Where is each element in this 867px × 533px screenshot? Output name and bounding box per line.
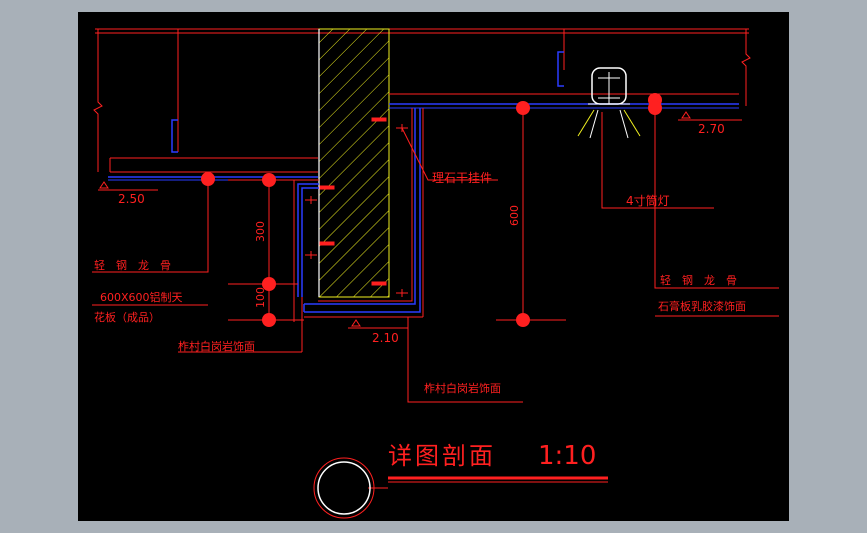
label-granite-bottom: 柞村白岗岩饰面	[424, 381, 501, 395]
label-ceiling-panel-2: 花板（成品）	[94, 310, 160, 324]
granite-cladding-right-red	[304, 108, 424, 318]
right-ceiling	[389, 93, 739, 109]
ceiling-slab-lines	[93, 28, 751, 172]
anchor-left-lower	[305, 241, 335, 259]
section-detail-drawing: 2.50 2.70 2.10 300 100 600 理石干挂件 4寸筒灯 轻 …	[92, 28, 779, 519]
label-ceiling-panel-1: 600X600铝制天	[100, 290, 183, 304]
label-keel-left: 轻 钢 龙 骨	[94, 258, 171, 272]
drawing-title: 详图剖面	[388, 442, 496, 470]
dimension-300: 300	[254, 221, 267, 242]
annotation-labels: 2.50 2.70 2.10 300 100 600 理石干挂件 4寸筒灯 轻 …	[94, 122, 746, 395]
title-block: 详图剖面 1:10	[313, 441, 608, 519]
dimension-100: 100	[254, 287, 267, 308]
granite-cladding-left	[297, 183, 319, 297]
anchor-left-upper	[305, 185, 335, 204]
dimension-600: 600	[508, 205, 521, 226]
granite-cladding-right	[303, 108, 421, 313]
stone-wall-section	[318, 28, 390, 298]
label-granite-left: 柞村白岗岩饰面	[178, 339, 255, 353]
label-downlight: 4寸筒灯	[626, 193, 670, 208]
elevation-left: 2.50	[118, 192, 145, 206]
label-keel-right: 轻 钢 龙 骨	[660, 273, 737, 287]
elevation-markers	[98, 111, 742, 329]
downlight-fixture	[577, 67, 641, 139]
leader-lines	[92, 108, 779, 403]
drawing-viewport[interactable]: 2.50 2.70 2.10 300 100 600 理石干挂件 4寸筒灯 轻 …	[78, 12, 789, 521]
detail-reference-circle	[313, 457, 375, 519]
stone-anchors	[305, 117, 408, 297]
hanger-brackets	[171, 51, 564, 153]
label-gypsum-board: 石膏板乳胶漆饰面	[658, 299, 746, 313]
label-stone-hanger: 理石干挂件	[432, 171, 492, 185]
elevation-right: 2.70	[698, 122, 725, 136]
drawing-scale: 1:10	[538, 441, 596, 471]
anchor-bottom-right	[371, 281, 408, 297]
elevation-bottom: 2.10	[372, 331, 399, 345]
